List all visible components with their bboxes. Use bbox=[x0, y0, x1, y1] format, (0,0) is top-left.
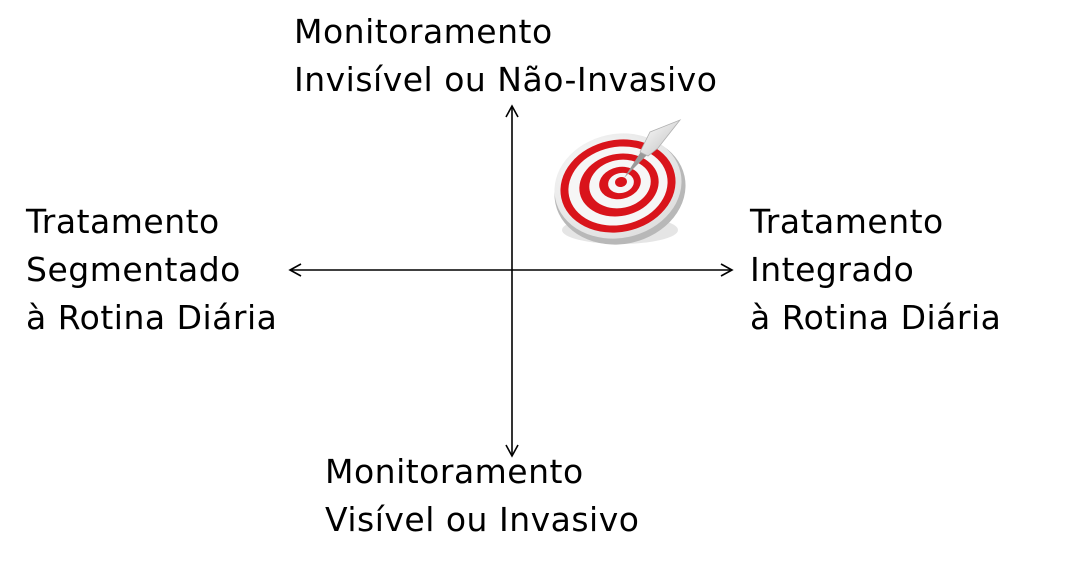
label-top-line-1: Monitoramento bbox=[294, 12, 553, 51]
label-left-line-2: Segmentado bbox=[26, 250, 241, 289]
label-bottom-monitoring-visible: Monitoramento Visível ou Invasivo bbox=[325, 448, 639, 544]
label-right-line-1: Tratamento bbox=[750, 202, 944, 241]
label-bottom-line-1: Monitoramento bbox=[325, 452, 584, 491]
label-left-line-1: Tratamento bbox=[26, 202, 220, 241]
label-right-treatment-integrated: Tratamento Integrado à Rotina Diária bbox=[750, 198, 1001, 342]
label-left-treatment-segmented: Tratamento Segmentado à Rotina Diária bbox=[26, 198, 277, 342]
label-right-line-2: Integrado bbox=[750, 250, 915, 289]
label-right-line-3: à Rotina Diária bbox=[750, 298, 1002, 337]
label-top-line-2: Invisível ou Não-Invasivo bbox=[294, 60, 718, 99]
label-top-monitoring-invisible: Monitoramento Invisível ou Não-Invasivo bbox=[294, 8, 717, 104]
label-bottom-line-2: Visível ou Invasivo bbox=[325, 500, 640, 539]
label-left-line-3: à Rotina Diária bbox=[26, 298, 278, 337]
dart-target-icon bbox=[554, 119, 686, 245]
